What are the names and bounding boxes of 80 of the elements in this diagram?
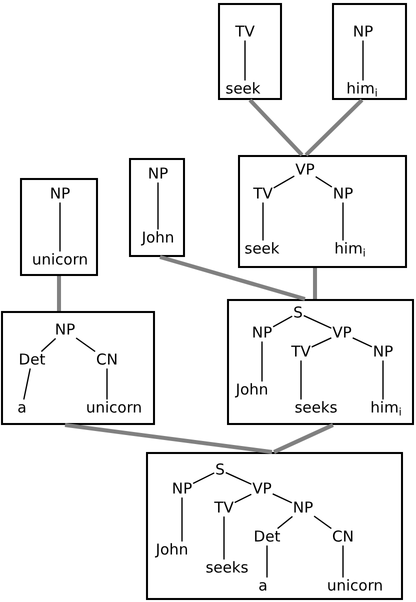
- tree-box: [332, 3, 407, 100]
- word-label: a: [17, 400, 27, 416]
- word-label: a: [258, 578, 268, 594]
- category-label: NP: [252, 326, 272, 340]
- tree-branch: [272, 493, 292, 504]
- category-label: Det: [254, 530, 280, 544]
- tree-branch: [234, 494, 252, 504]
- tree-box: [1, 311, 155, 425]
- tree-branch: [277, 516, 293, 529]
- hatched-connector: [304, 98, 364, 156]
- category-label: CN: [96, 352, 118, 368]
- tree-box: [218, 3, 282, 100]
- tree-branch: [40, 338, 56, 352]
- category-label: NP: [148, 166, 168, 182]
- word-label: John: [142, 230, 174, 246]
- hatched-connector: [248, 98, 304, 156]
- tree-box: [227, 299, 414, 425]
- tree-branch: [300, 360, 302, 400]
- word-label: seeks: [294, 400, 338, 416]
- word-label: John: [156, 542, 188, 558]
- category-label: TV: [291, 344, 311, 360]
- hatched-connector: [64, 423, 272, 454]
- tree-branch: [342, 202, 344, 240]
- word-label: John: [236, 382, 268, 398]
- word-label: seeks: [206, 560, 248, 576]
- category-label: CN: [332, 530, 354, 544]
- tree-branch: [261, 342, 263, 382]
- category-label: TV: [214, 500, 234, 516]
- category-label: NP: [352, 24, 374, 40]
- tree-branch: [106, 368, 108, 400]
- category-label: NP: [332, 186, 354, 202]
- tree-branch: [362, 40, 364, 80]
- category-label: VP: [252, 482, 272, 496]
- tree-branch: [315, 176, 332, 188]
- tree-branch: [342, 546, 344, 578]
- word-label: unicorn: [327, 578, 383, 594]
- category-label: VP: [295, 162, 315, 178]
- word-label: unicorn: [86, 400, 142, 416]
- category-label: NP: [372, 344, 394, 360]
- word-label: him$_{i}$: [370, 400, 402, 416]
- tree-branch: [181, 498, 183, 542]
- tree-branch: [352, 337, 372, 348]
- hatched-connector: [313, 268, 317, 299]
- tree-box: [129, 158, 185, 257]
- category-label: NP: [292, 500, 314, 516]
- category-label: NP: [172, 482, 192, 496]
- tree-branch: [262, 202, 264, 240]
- tree-branch: [311, 337, 332, 348]
- category-label: Det: [18, 352, 46, 368]
- hatched-connector: [159, 255, 306, 301]
- tree-branch: [192, 472, 214, 484]
- tree-branch: [226, 472, 252, 485]
- category-label: NP: [50, 186, 70, 202]
- tree-branch: [223, 516, 225, 560]
- category-label: TV: [253, 186, 273, 202]
- word-label: seek: [244, 242, 280, 256]
- tree-branch: [314, 516, 332, 530]
- category-label: VP: [332, 326, 352, 340]
- tree-box: [238, 155, 407, 268]
- tree-box: [146, 452, 403, 600]
- category-label: S: [293, 306, 303, 320]
- hatched-connector: [57, 276, 61, 311]
- category-label: NP: [54, 322, 76, 338]
- tree-branch: [23, 368, 31, 400]
- category-label: TV: [235, 24, 255, 40]
- tree-branch: [59, 202, 61, 252]
- word-label: him$_{i}$: [334, 242, 366, 256]
- tree-branch: [272, 316, 293, 328]
- tree-branch: [266, 546, 268, 578]
- word-label: him$_{i}$: [346, 82, 378, 96]
- tree-branch: [244, 40, 246, 80]
- category-label: S: [215, 462, 225, 478]
- tree-branch: [157, 182, 159, 230]
- tree-branch: [273, 176, 295, 188]
- word-label: seek: [226, 82, 260, 96]
- tree-branch: [304, 315, 332, 329]
- tree-box: [20, 178, 98, 276]
- word-label: unicorn: [32, 252, 88, 268]
- tree-branch: [76, 337, 96, 352]
- tree-branch: [382, 360, 384, 400]
